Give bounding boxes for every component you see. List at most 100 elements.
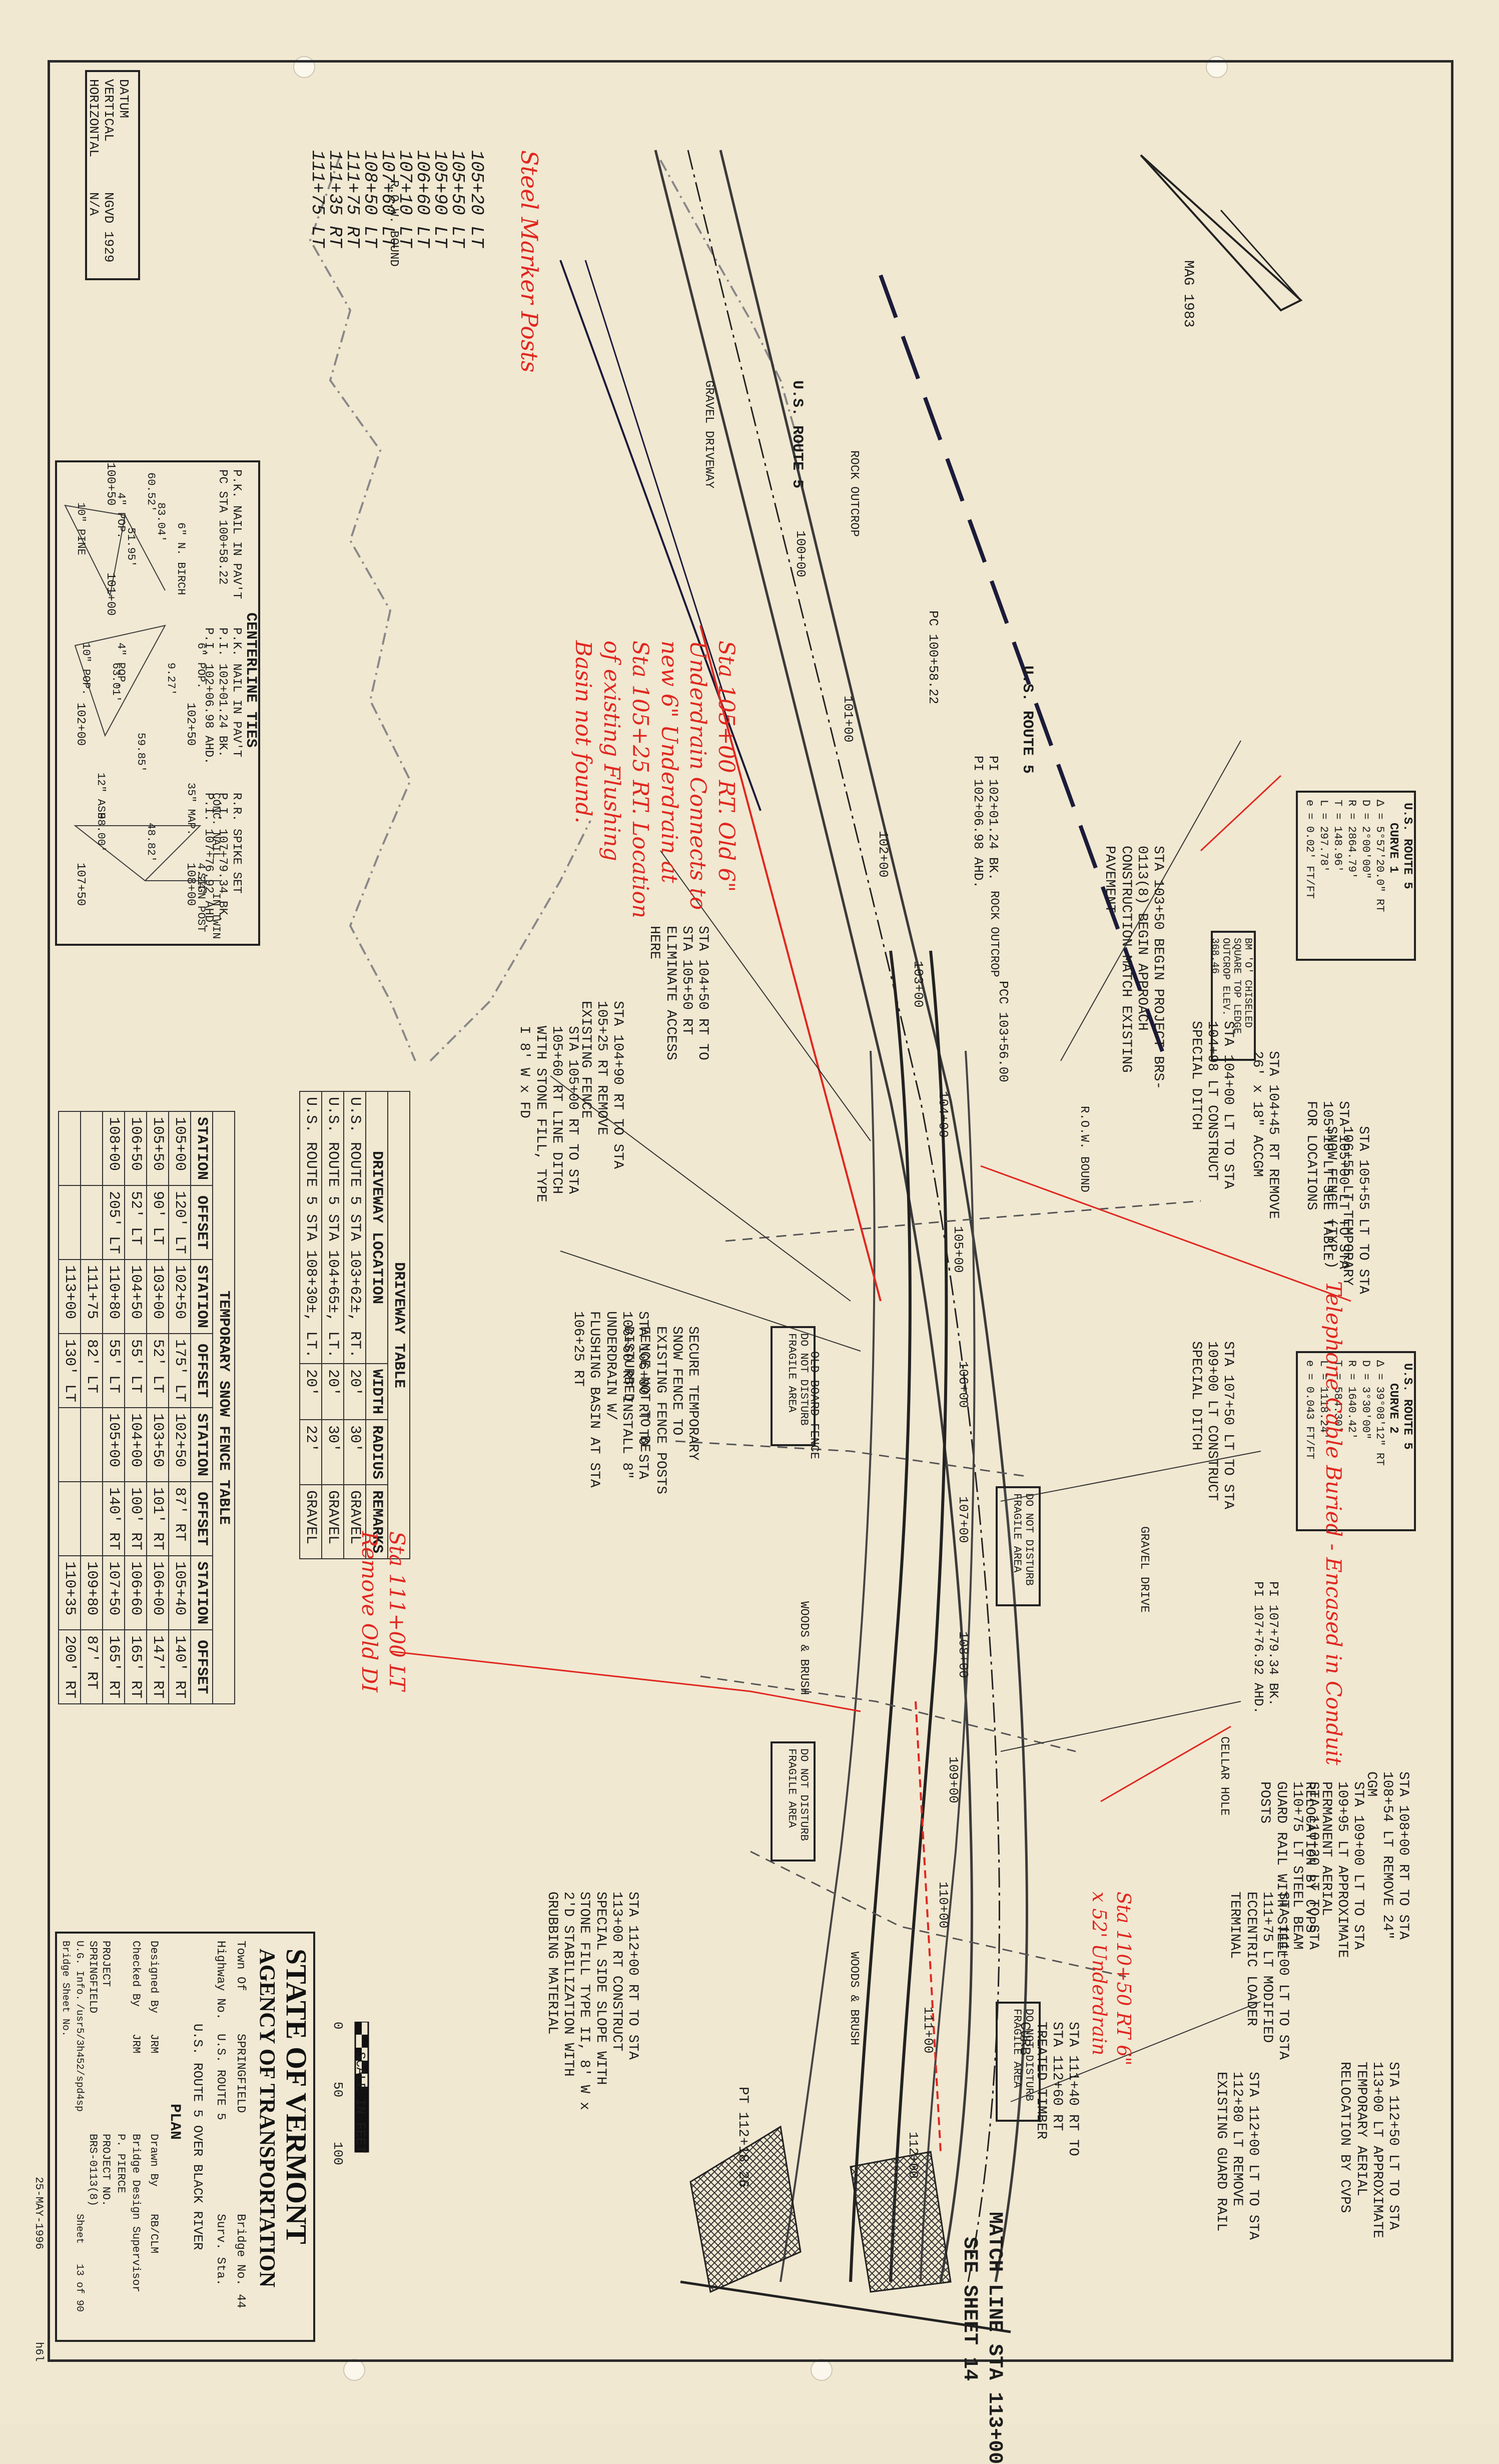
- curve1-data: L = 297.78': [1317, 800, 1330, 873]
- fragile-area-box-1: DO NOT DISTURB FRAGILE AREA: [771, 1326, 816, 1446]
- table-cell: 110+35: [59, 1556, 81, 1630]
- tie-col2-line1: P.K. NAIL IN PAV'T: [230, 628, 243, 758]
- project-label: PROJECT: [100, 1941, 112, 1987]
- datum-label: DATUM: [116, 79, 131, 119]
- table-cell: 130' LT: [59, 1334, 81, 1408]
- mag-north-label: MAG 1983: [1180, 260, 1196, 328]
- designed-by-value: JRM: [148, 2034, 160, 2054]
- marker-item: 105+50 LT: [447, 150, 468, 248]
- pi2-label-ahd: PI 107+76.92 AHD.: [1251, 1581, 1266, 1714]
- rock-outcrop-label: ROCK OUTCROP: [847, 450, 861, 537]
- ug-info-value: /usr5/3h452/spd4sp: [74, 2004, 85, 2112]
- marker-item: 111+75 LT: [307, 150, 328, 248]
- table-cell: 106+50: [125, 1111, 147, 1186]
- pt-label: PT 112+18.26: [735, 2087, 751, 2188]
- construction-note: STA 103+50 BEGIN PROJECT BRS-0113(8) BEG…: [1102, 846, 1166, 1090]
- woods-brush-label-2: WOODS & BRUSH: [847, 1952, 861, 2046]
- tie-distance: 60.52': [145, 472, 157, 512]
- snow-fence-table-rot: TEMPORARY SNOW FENCE TABLE STATION OFFSE…: [58, 1111, 235, 1704]
- bridge-sheet-label: Bridge Sheet No.: [60, 1941, 71, 2037]
- table-row: U.S. ROUTE 5 STA 103+62±, RT. 20' 30' GR…: [344, 1091, 366, 1559]
- fragile-area-label: DO NOT DISTURB FRAGILE AREA: [785, 1333, 810, 1426]
- pcc-label: PCC 103+56.00: [996, 981, 1011, 1082]
- project-no-label: PROJECT NO.: [100, 2134, 112, 2207]
- tie-distance: 59.85': [135, 733, 147, 773]
- ug-info-label: U.G. Info.: [74, 1941, 85, 2001]
- curve1-data: D = 2°00'00": [1359, 800, 1372, 879]
- town-value: SPRINGFIELD: [234, 2034, 247, 2113]
- table-cell: 103+50: [147, 1408, 169, 1482]
- town-label: Town Of: [234, 1941, 247, 1991]
- scale-tick-0: 0: [330, 2022, 345, 2030]
- row-bound-label-2: R.O.W. BOUND: [1077, 1106, 1091, 1192]
- tie-col1-line1: P.K. NAIL IN PAV'T: [230, 469, 243, 599]
- table-cell: 52' LT: [125, 1185, 147, 1260]
- header-cell: OFFSET: [191, 1185, 213, 1260]
- tie-note: CONC. NAIL: [210, 793, 222, 859]
- station-label: 100+00: [793, 530, 808, 577]
- table-cell: 165' RT: [125, 1630, 147, 1704]
- header-cell: OFFSET: [191, 1334, 213, 1408]
- snow-fence-title: TEMPORARY SNOW FENCE TABLE: [213, 1111, 235, 1704]
- table-cell: 107+50: [103, 1556, 125, 1630]
- checked-by-label: Checked By: [130, 1941, 142, 2007]
- scale-tick-50: 50: [330, 2082, 345, 2098]
- table-cell: 87' RT: [81, 1630, 103, 1704]
- header-cell: STATION: [191, 1556, 213, 1630]
- station-label: 107+00: [956, 1496, 971, 1543]
- construction-note: STA 112+00 LT TO STA 112+80 LT REMOVE EX…: [1213, 2072, 1261, 2240]
- scale-bar: [354, 2022, 369, 2153]
- table-cell: [59, 1111, 81, 1186]
- curve1-data: e = 0.02' FT/FT: [1303, 800, 1316, 899]
- supervisor-label: Bridge Design Supervisor: [130, 2134, 142, 2292]
- drawn-by-value: RB/CLM: [148, 2214, 160, 2254]
- vertical-datum-value: NGVD 1929: [101, 192, 116, 263]
- driveway-table-rot: DRIVEWAY TABLE DRIVEWAY LOCATION WIDTH R…: [299, 1091, 410, 1559]
- curve1-box: U.S. ROUTE 5 CURVE 1 Δ = 5°57'20.0" RT D…: [1296, 791, 1416, 961]
- table-cell: 120' LT: [169, 1185, 191, 1260]
- vertical-label: VERTICAL: [101, 79, 116, 142]
- pc-label: PC 100+58.22: [926, 610, 941, 705]
- curve2-data: D = 3°30'00": [1359, 1360, 1372, 1440]
- curve1-data: T = 148.96': [1331, 800, 1344, 873]
- table-row: 106+50 52' LT 104+50 55' LT 104+00 100' …: [125, 1111, 147, 1704]
- table-row: 108+00 205' LT 110+80 55' LT 105+00 140'…: [103, 1111, 125, 1704]
- title-block: STATE OF VERMONT AGENCY OF TRANSPORTATIO…: [55, 1932, 315, 2342]
- surv-sta-label: Surv. Sta.: [214, 2214, 227, 2286]
- tie-note: SIGN POST: [195, 873, 207, 932]
- header-cell: WIDTH: [366, 1364, 388, 1420]
- centerline-ties-title: CENTERLINE TIES: [242, 612, 259, 748]
- bridge-no-value: 44: [234, 2294, 247, 2308]
- steel-marker-title: Steel Marker Posts: [516, 150, 543, 373]
- match-line-label: MATCH LINE STA 113+00: [983, 2212, 1006, 2464]
- red-note-underdrain: Sta 105+00 RT. Old 6" Underdrain Connect…: [570, 641, 739, 919]
- table-cell: 175' LT: [169, 1334, 191, 1408]
- plan-title: PLAN: [166, 2104, 183, 2140]
- table-cell: 102+50: [169, 1260, 191, 1334]
- table-cell: 30': [322, 1420, 344, 1485]
- construction-note: STA 112+00 RT TO STA 113+00 RT CONSTRUCT…: [544, 1892, 640, 2110]
- table-row: 111+75 82' LT 109+80 87' RT: [81, 1111, 103, 1704]
- drawn-by-label: Drawn By: [148, 2134, 160, 2187]
- tree-label: 4" POP.: [115, 492, 127, 539]
- tie-col3-line1: R.R. SPIKE SET: [230, 793, 243, 894]
- fragile-area-box-2: DO NOT DISTURB FRAGILE AREA: [771, 1741, 816, 1862]
- horizontal-datum-value: N/A: [86, 192, 101, 216]
- agency-title: AGENCY OF TRANSPORTATION: [255, 1949, 280, 2288]
- curve2-title: U.S. ROUTE 5: [1400, 1363, 1414, 1450]
- snow-fence-table-area: TEMPORARY SNOW FENCE TABLE STATION OFFSE…: [59, 1111, 235, 1704]
- table-cell: U.S. ROUTE 5 STA 104+65±, LT.: [322, 1091, 344, 1364]
- table-cell: 140' RT: [169, 1630, 191, 1704]
- benchmark-box: BM 'O' CHISELED SQUARE TOP LEDGE OUTCROP…: [1209, 931, 1256, 1061]
- table-cell: [59, 1408, 81, 1482]
- sheet-id: h6l: [33, 2342, 45, 2362]
- header-cell: RADIUS: [366, 1420, 388, 1485]
- driveway-table: DRIVEWAY TABLE DRIVEWAY LOCATION WIDTH R…: [299, 1091, 410, 1559]
- sheet-value: 13 of 90: [74, 2264, 85, 2312]
- centerline-ties-box: CENTERLINE TIES P.K. NAIL IN PAV'T PC ST…: [55, 460, 260, 946]
- woods-brush-label: WOODS & BRUSH: [797, 1601, 811, 1695]
- gravel-drive-label: GRAVEL DRIVE: [1137, 1526, 1151, 1613]
- curve2-data: Δ = 39°08'12" RT: [1373, 1360, 1386, 1466]
